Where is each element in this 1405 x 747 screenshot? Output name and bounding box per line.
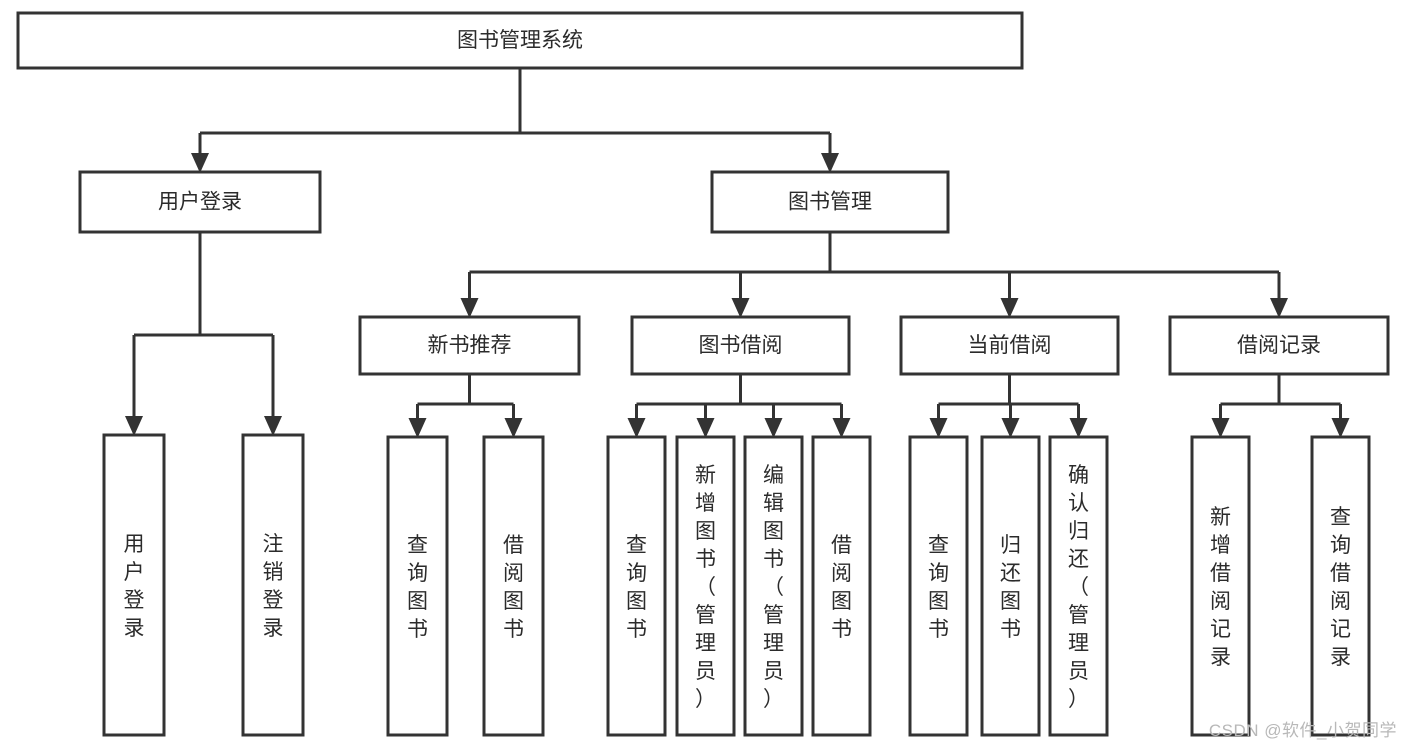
csdn-watermark: CSDN @软件_小贺同学 xyxy=(1208,721,1397,740)
node-box[interactable] xyxy=(675,435,736,737)
arrow-head-icon xyxy=(1001,418,1020,438)
node-label: 查询图书 xyxy=(407,534,428,641)
arrow-head-icon xyxy=(460,298,479,318)
node-box[interactable] xyxy=(908,435,969,737)
node-layer: 图书管理系统用户登录图书管理新书推荐图书借阅当前借阅借阅记录用户登录注销登录查询… xyxy=(16,11,1390,737)
arrow-head-icon xyxy=(821,153,839,173)
node-box[interactable] xyxy=(1310,435,1371,737)
arrow-head-icon xyxy=(191,153,209,173)
node-label: 当前借阅 xyxy=(968,334,1052,357)
node-box[interactable] xyxy=(102,433,166,737)
node-label: 注销登录 xyxy=(263,533,284,640)
node-label: 新书推荐 xyxy=(428,334,512,357)
node-box[interactable] xyxy=(386,435,449,737)
node-box[interactable] xyxy=(482,435,545,737)
node-label: 编辑图书（管理员） xyxy=(763,464,784,711)
edge-group xyxy=(929,374,1088,438)
node-new-book-rec[interactable]: 新书推荐 xyxy=(358,315,581,376)
node-leaf-bb-borrow[interactable]: 借阅图书 xyxy=(811,435,872,737)
arrow-head-icon xyxy=(1000,298,1019,318)
edge-group xyxy=(408,374,523,438)
node-leaf-bb-query[interactable]: 查询图书 xyxy=(606,435,667,737)
arrow-head-icon xyxy=(408,418,427,438)
node-box[interactable] xyxy=(899,315,1120,376)
node-leaf-br-query[interactable]: 查询借阅记录 xyxy=(1310,435,1371,737)
arrow-head-icon xyxy=(264,416,282,436)
node-leaf-cb-return[interactable]: 归还图书 xyxy=(980,435,1041,737)
node-box[interactable] xyxy=(630,315,851,376)
node-label: 用户登录 xyxy=(158,191,242,214)
node-leaf-user-logout[interactable]: 注销登录 xyxy=(241,433,305,737)
arrow-head-icon xyxy=(832,418,851,438)
edge-group xyxy=(191,68,839,173)
edge-group xyxy=(125,232,282,436)
edge-group xyxy=(1211,374,1350,438)
node-label: 确认归还（管理员） xyxy=(1068,464,1089,711)
node-label: 图书管理 xyxy=(788,191,872,214)
node-label: 借阅图书 xyxy=(831,534,852,641)
arrow-head-icon xyxy=(504,418,523,438)
node-label: 新增借阅记录 xyxy=(1210,506,1231,669)
node-box[interactable] xyxy=(1048,435,1109,737)
node-label: 查询图书 xyxy=(928,534,949,641)
node-box[interactable] xyxy=(78,170,322,234)
node-label: 借阅记录 xyxy=(1237,334,1321,357)
edge-group xyxy=(460,232,1288,318)
node-book-borrow[interactable]: 图书借阅 xyxy=(630,315,851,376)
edge-layer xyxy=(125,68,1350,438)
node-leaf-rec-borrow[interactable]: 借阅图书 xyxy=(482,435,545,737)
node-leaf-rec-query[interactable]: 查询图书 xyxy=(386,435,449,737)
arrow-head-icon xyxy=(929,418,948,438)
edge-group xyxy=(627,374,851,438)
arrow-head-icon xyxy=(1211,418,1230,438)
node-borrow-record[interactable]: 借阅记录 xyxy=(1168,315,1390,376)
node-box[interactable] xyxy=(1190,435,1251,737)
node-label: 查询图书 xyxy=(626,534,647,641)
arrow-head-icon xyxy=(627,418,646,438)
node-box[interactable] xyxy=(1168,315,1390,376)
node-box[interactable] xyxy=(358,315,581,376)
arrow-head-icon xyxy=(696,418,715,438)
node-current-borrow[interactable]: 当前借阅 xyxy=(899,315,1120,376)
arrow-head-icon xyxy=(125,416,143,436)
node-label: 图书管理系统 xyxy=(457,29,583,52)
node-label: 新增图书（管理员） xyxy=(695,464,716,711)
node-label: 图书借阅 xyxy=(699,334,783,357)
node-book-mgmt[interactable]: 图书管理 xyxy=(710,170,950,234)
node-box[interactable] xyxy=(710,170,950,234)
node-user-login[interactable]: 用户登录 xyxy=(78,170,322,234)
node-leaf-user-login[interactable]: 用户登录 xyxy=(102,433,166,737)
arrow-head-icon xyxy=(1331,418,1350,438)
arrow-head-icon xyxy=(1069,418,1088,438)
node-leaf-br-add[interactable]: 新增借阅记录 xyxy=(1190,435,1251,737)
node-root[interactable]: 图书管理系统 xyxy=(16,11,1024,70)
node-box[interactable] xyxy=(16,11,1024,70)
node-box[interactable] xyxy=(980,435,1041,737)
node-label: 归还图书 xyxy=(1000,534,1021,641)
node-leaf-cb-confirm[interactable]: 确认归还（管理员） xyxy=(1048,435,1109,737)
node-box[interactable] xyxy=(811,435,872,737)
arrow-head-icon xyxy=(731,298,750,318)
node-box[interactable] xyxy=(241,433,305,737)
node-label: 查询借阅记录 xyxy=(1330,506,1351,669)
node-label: 借阅图书 xyxy=(503,534,524,641)
node-box[interactable] xyxy=(606,435,667,737)
node-leaf-cb-query[interactable]: 查询图书 xyxy=(908,435,969,737)
node-leaf-bb-edit[interactable]: 编辑图书（管理员） xyxy=(743,435,804,737)
arrow-head-icon xyxy=(1270,298,1288,318)
node-label: 用户登录 xyxy=(124,533,145,640)
arrow-head-icon xyxy=(764,418,783,438)
node-leaf-bb-add[interactable]: 新增图书（管理员） xyxy=(675,435,736,737)
node-box[interactable] xyxy=(743,435,804,737)
